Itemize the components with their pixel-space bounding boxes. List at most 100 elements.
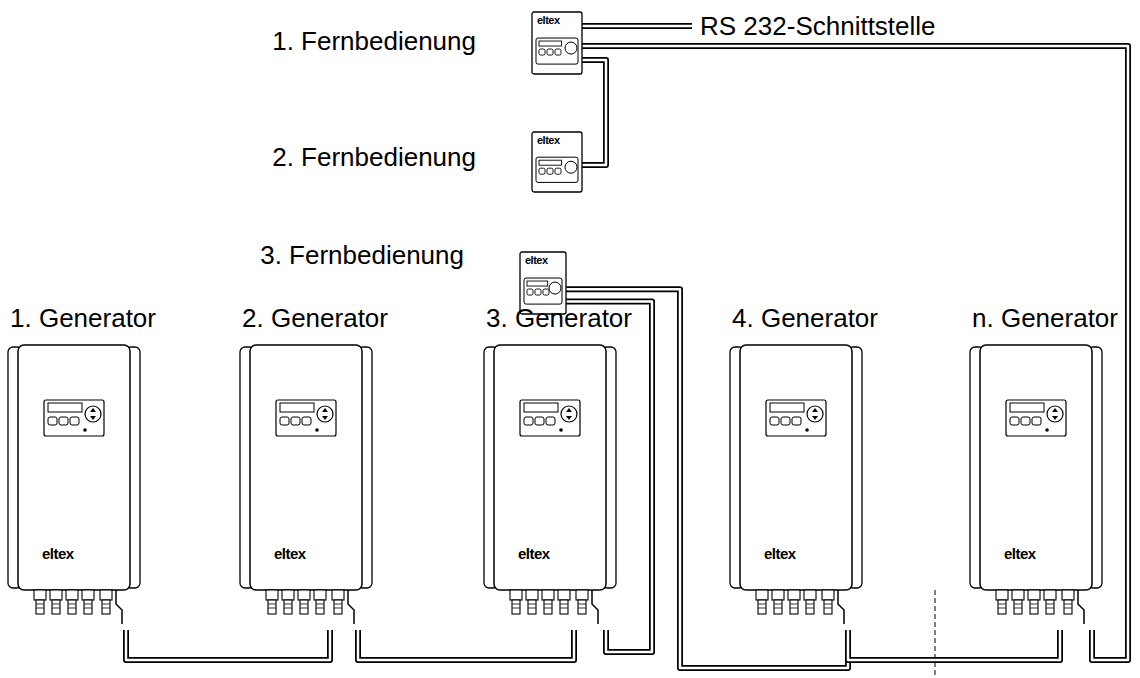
control-panel [536, 157, 578, 182]
cable-gland [314, 590, 326, 600]
generator: 1. Generatoreltex [8, 345, 140, 630]
brand-logo: eltex [764, 545, 796, 562]
cable-outline [358, 630, 574, 660]
cable-gland [1030, 600, 1038, 614]
cable-gland [34, 590, 46, 600]
button [535, 417, 544, 425]
cable-gland [1012, 590, 1024, 600]
display [1010, 403, 1044, 412]
led [1045, 428, 1049, 432]
generator-housing [18, 345, 130, 590]
led [559, 428, 563, 432]
cable-gland [774, 600, 782, 614]
led [315, 428, 319, 432]
button [280, 417, 289, 425]
display [280, 403, 314, 412]
selector-knob [549, 282, 561, 294]
ground-lead [592, 590, 598, 624]
cable-gland [82, 590, 94, 600]
device-label: 1. Generator [10, 303, 156, 333]
remote-housing [532, 132, 582, 192]
selector-knob [1047, 406, 1063, 422]
display [539, 160, 562, 165]
ground-lead [348, 590, 354, 624]
cable-gland [332, 590, 344, 600]
generator-drawing [970, 345, 1102, 630]
cable-outline [582, 46, 1128, 660]
gland-thread [1046, 604, 1054, 608]
cable-gland [1046, 600, 1054, 614]
button [302, 417, 311, 425]
button [527, 289, 533, 295]
cable-gland [558, 590, 570, 600]
cable [582, 60, 606, 165]
button [543, 289, 549, 295]
generator: n. Generatoreltex [970, 345, 1102, 630]
button [48, 417, 57, 425]
gland-thread [52, 604, 60, 608]
cable-gland [50, 590, 62, 600]
generator-drawing [8, 345, 140, 630]
cable-core [582, 60, 606, 165]
cable-gland [66, 590, 78, 600]
rs232-cable [582, 23, 692, 29]
cable-gland [756, 590, 768, 600]
gland-thread [268, 604, 276, 608]
cable-gland [1044, 590, 1056, 600]
control-panel [44, 400, 104, 436]
generator: 2. Generatoreltex [240, 345, 372, 630]
led [83, 428, 87, 432]
cable-gland [1014, 600, 1022, 614]
brand-logo: eltex [518, 545, 550, 562]
button [535, 289, 541, 295]
gland-thread [300, 604, 308, 608]
selector-knob [317, 406, 333, 422]
control-panel [1006, 400, 1066, 436]
gland-thread [84, 604, 92, 608]
led [805, 428, 809, 432]
cable-gland [772, 590, 784, 600]
cable-gland [788, 590, 800, 600]
cable [582, 46, 1128, 660]
generator-drawing [484, 345, 616, 630]
selector-knob [565, 161, 577, 173]
gland-thread [1064, 604, 1072, 608]
button [555, 168, 561, 174]
button [1032, 417, 1041, 425]
gland-thread [824, 604, 832, 608]
gland-thread [1030, 604, 1038, 608]
cable-gland [576, 590, 588, 600]
cable-core [848, 630, 1060, 660]
gland-thread [790, 604, 798, 608]
gland-thread [774, 604, 782, 608]
gland-thread [1014, 604, 1022, 608]
cable-core [358, 630, 574, 660]
gland-thread [578, 604, 586, 608]
generator: 3. Generatoreltex [484, 345, 616, 630]
generator-housing [980, 345, 1092, 590]
cable-gland [804, 590, 816, 600]
button [547, 49, 553, 55]
brand-logo: eltex [537, 134, 560, 146]
button [770, 417, 779, 425]
cable-gland [824, 600, 832, 614]
knob-arrows [322, 408, 328, 420]
generator-housing [250, 345, 362, 590]
remote-control: 2. Fernbedienungeltex [532, 132, 582, 192]
button [539, 49, 545, 55]
cable-gland [510, 590, 522, 600]
knob-arrows [90, 408, 96, 420]
selector-knob [807, 406, 823, 422]
button [1010, 417, 1019, 425]
button [70, 417, 79, 425]
gland-thread [68, 604, 76, 608]
generator-drawing [240, 345, 372, 630]
cable-gland [560, 600, 568, 614]
brand-logo: eltex [42, 545, 74, 562]
device-label: 1. Fernbedienung [272, 26, 476, 56]
cable-gland [266, 590, 278, 600]
gland-thread [544, 604, 552, 608]
generator-housing [740, 345, 852, 590]
cable-outline [582, 60, 606, 165]
gland-thread [36, 604, 44, 608]
